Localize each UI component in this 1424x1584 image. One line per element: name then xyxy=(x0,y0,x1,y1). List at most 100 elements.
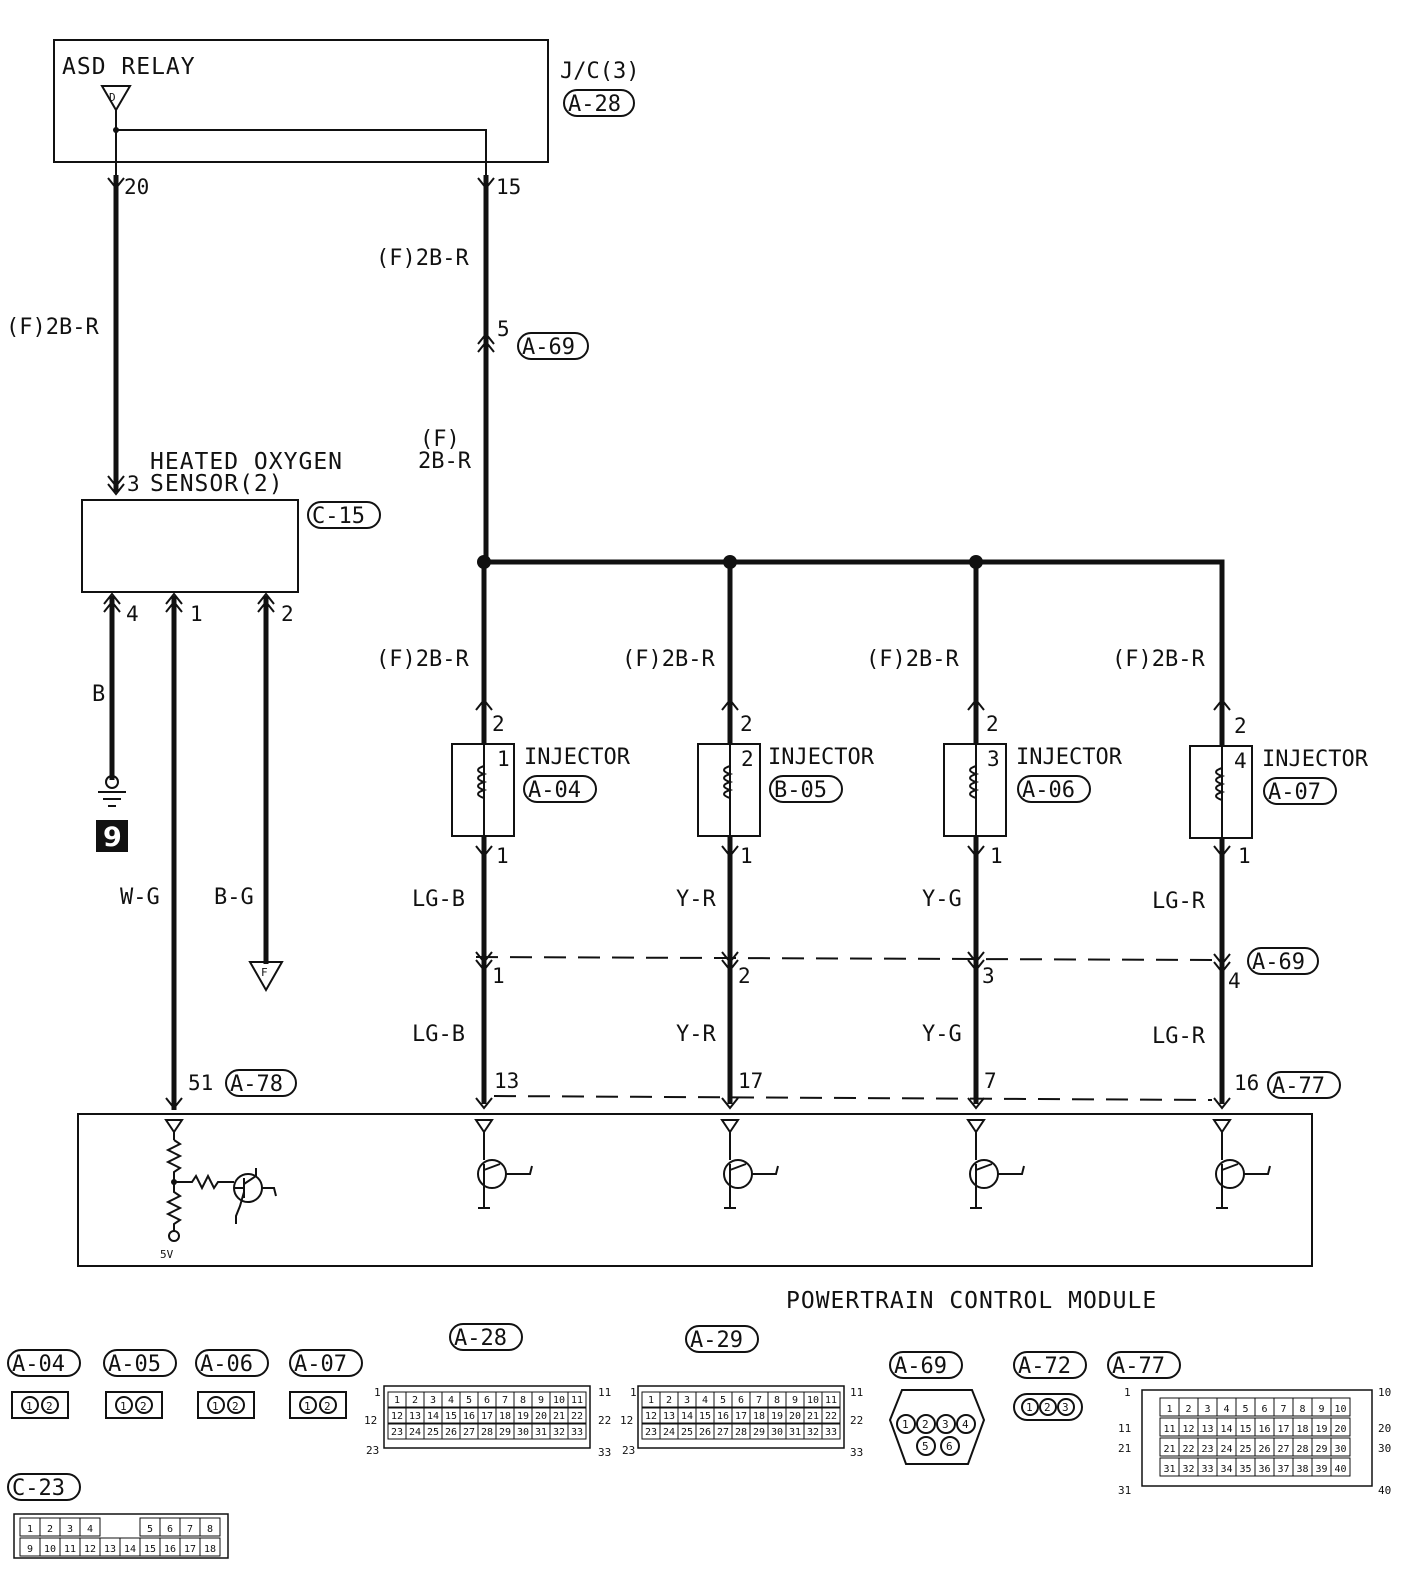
grid-a28-pin-28-label: 28 xyxy=(481,1427,493,1438)
f-symbol-triangle xyxy=(248,961,284,993)
legend-a07-pin2: 2 xyxy=(324,1400,331,1413)
inj3-wire-label-top: (F)2B-R xyxy=(866,647,959,672)
legend-a69-pin2: 2 xyxy=(922,1418,929,1431)
c23-pin-8-cell xyxy=(199,1517,221,1537)
legend-a29-label: A-29 xyxy=(690,1328,743,1353)
a77-pin-38-label: 38 xyxy=(1296,1464,1308,1475)
inj1-pin-top: 2 xyxy=(492,712,505,736)
a77-pin-9-label: 9 xyxy=(1318,1404,1324,1415)
asd-relay-label: ASD RELAY xyxy=(62,54,196,80)
grid-a28-pin-9-label: 9 xyxy=(538,1395,544,1406)
c23-pin-16-label: 16 xyxy=(164,1544,176,1555)
grid-a28-pin-23-label: 23 xyxy=(391,1427,403,1438)
legend-a28-row-11: 11 xyxy=(598,1386,611,1399)
a77-pin-8-label: 8 xyxy=(1299,1404,1305,1415)
legend-a72-pin3: 3 xyxy=(1062,1401,1069,1414)
c23-pin-14-label: 14 xyxy=(124,1544,136,1555)
a77-pin-18-label: 18 xyxy=(1296,1424,1308,1435)
pcm-box xyxy=(77,1113,1313,1267)
wire-label-bg: B-G xyxy=(214,885,254,910)
grid-a29-pin-21-label: 21 xyxy=(807,1411,819,1422)
c23-pin-12-label: 12 xyxy=(84,1544,96,1555)
c23-pin-13-label: 13 xyxy=(104,1544,116,1555)
a77-pin-5-label: 5 xyxy=(1242,1404,1248,1415)
grid-a28-pin-18-label: 18 xyxy=(499,1411,511,1422)
legend-a69-pin1: 1 xyxy=(902,1418,909,1431)
a77-pin-20-cell xyxy=(1330,1417,1351,1437)
grid-a29-pin-22-label: 22 xyxy=(825,1411,837,1422)
inj1-a69-pin: 1 xyxy=(492,964,505,988)
legend-a06-pin2: 2 xyxy=(232,1400,239,1413)
grid-a29-pin-19-label: 19 xyxy=(771,1411,783,1422)
legend-a29-row-23: 23 xyxy=(622,1444,635,1457)
grid-a28-pin-19-label: 19 xyxy=(517,1411,529,1422)
legend-a04-pin2: 2 xyxy=(46,1400,53,1413)
inj3-wire-label-low: Y-G xyxy=(922,1022,962,1047)
inj2-a69-pin: 2 xyxy=(738,964,751,988)
a77-pin-24-label: 24 xyxy=(1220,1444,1232,1455)
legend-a72-label: A-72 xyxy=(1018,1354,1071,1379)
inj2-pin-bottom: 1 xyxy=(740,844,753,868)
inj4-label: INJECTOR xyxy=(1262,747,1369,772)
legend-a05: A-05 1 2 xyxy=(103,1349,177,1419)
grid-a29-pin-7-label: 7 xyxy=(756,1395,762,1406)
a77-pin-21-label: 21 xyxy=(1163,1444,1175,1455)
legend-a29-row-11: 11 xyxy=(850,1386,863,1399)
grid-a29-pin-26-label: 26 xyxy=(699,1427,711,1438)
legend-a77-label: A-77 xyxy=(1112,1354,1165,1379)
legend-a69-pin4: 4 xyxy=(962,1418,969,1431)
asd-relay-box: ASD RELAY D xyxy=(53,39,549,175)
a77-pin-10-cell xyxy=(1330,1397,1351,1417)
grid-a29-pin-33-label: 33 xyxy=(825,1427,837,1438)
inj1-wire-label-top: (F)2B-R xyxy=(376,647,469,672)
connector-a69-mid-tag: A-69 xyxy=(1252,950,1305,975)
grid-a28-pin-33-cell xyxy=(567,1423,587,1440)
grid-a29-pin-1-label: 1 xyxy=(648,1395,654,1406)
a77-pin-14-label: 14 xyxy=(1220,1424,1232,1435)
a77-pin-17-label: 17 xyxy=(1277,1424,1289,1435)
inj2-wire-label-low: Y-R xyxy=(676,1022,716,1047)
inj2-label: INJECTOR xyxy=(768,745,875,770)
c23-pin-11-label: 11 xyxy=(64,1544,76,1555)
a69-connector-dashed-line xyxy=(475,956,1215,961)
grid-a28-pin-31-label: 31 xyxy=(535,1427,547,1438)
a77-pin-28-label: 28 xyxy=(1296,1444,1308,1455)
grid-a29-pin-18-label: 18 xyxy=(753,1411,765,1422)
grid-a29-pin-11-label: 11 xyxy=(825,1395,837,1406)
a77-pin-23-label: 23 xyxy=(1201,1444,1213,1455)
grid-a28-pin-26-label: 26 xyxy=(445,1427,457,1438)
inj3-connector: A-06 xyxy=(1022,778,1075,803)
sensor-title-1: HEATED OXYGEN xyxy=(150,449,343,475)
a77-pin-40-label: 40 xyxy=(1334,1464,1346,1475)
a77-pin-31-label: 31 xyxy=(1163,1464,1175,1475)
a77-frame xyxy=(1141,1389,1373,1487)
grid-a29-pin-33-cell xyxy=(821,1423,841,1440)
pcm-o2-input-circuit: 5V xyxy=(160,1119,277,1261)
a77-pin-32-label: 32 xyxy=(1182,1464,1194,1475)
grid-a28-pin-8-label: 8 xyxy=(520,1395,526,1406)
legend-a28-row-1: 1 xyxy=(374,1386,381,1399)
legend-a28-row-22: 22 xyxy=(598,1414,611,1427)
c23-pin-8-label: 8 xyxy=(207,1524,213,1535)
a77-connector-dashed-line xyxy=(493,1095,1213,1101)
grid-a28-pin-22-label: 22 xyxy=(571,1411,583,1422)
a77-pin-12-label: 12 xyxy=(1182,1424,1194,1435)
grid-a28-pin-29-label: 29 xyxy=(499,1427,511,1438)
inj4-pin-bottom: 1 xyxy=(1238,844,1251,868)
grid-a29-pin-11-cell xyxy=(821,1391,841,1408)
grid-a29-pin-25-label: 25 xyxy=(681,1427,693,1438)
legend-a05-pin1: 1 xyxy=(120,1400,127,1413)
connector-a77-tag: A-77 xyxy=(1272,1074,1325,1099)
inj2-pin-top: 2 xyxy=(740,712,753,736)
c23-pin-9-label: 9 xyxy=(27,1544,33,1555)
inj4-wire-label-top: (F)2B-R xyxy=(1112,647,1205,672)
legend-a04: A-04 1 2 xyxy=(7,1349,81,1419)
grid-a28-pin-20-label: 20 xyxy=(535,1411,547,1422)
inj4-wire-label-low: LG-R xyxy=(1152,1024,1206,1049)
a77-pin-19-label: 19 xyxy=(1315,1424,1327,1435)
legend-a28-row-33: 33 xyxy=(598,1446,611,1459)
legend-a77-row-20: 20 xyxy=(1378,1422,1391,1435)
legend-a77-row-11: 11 xyxy=(1118,1422,1131,1435)
